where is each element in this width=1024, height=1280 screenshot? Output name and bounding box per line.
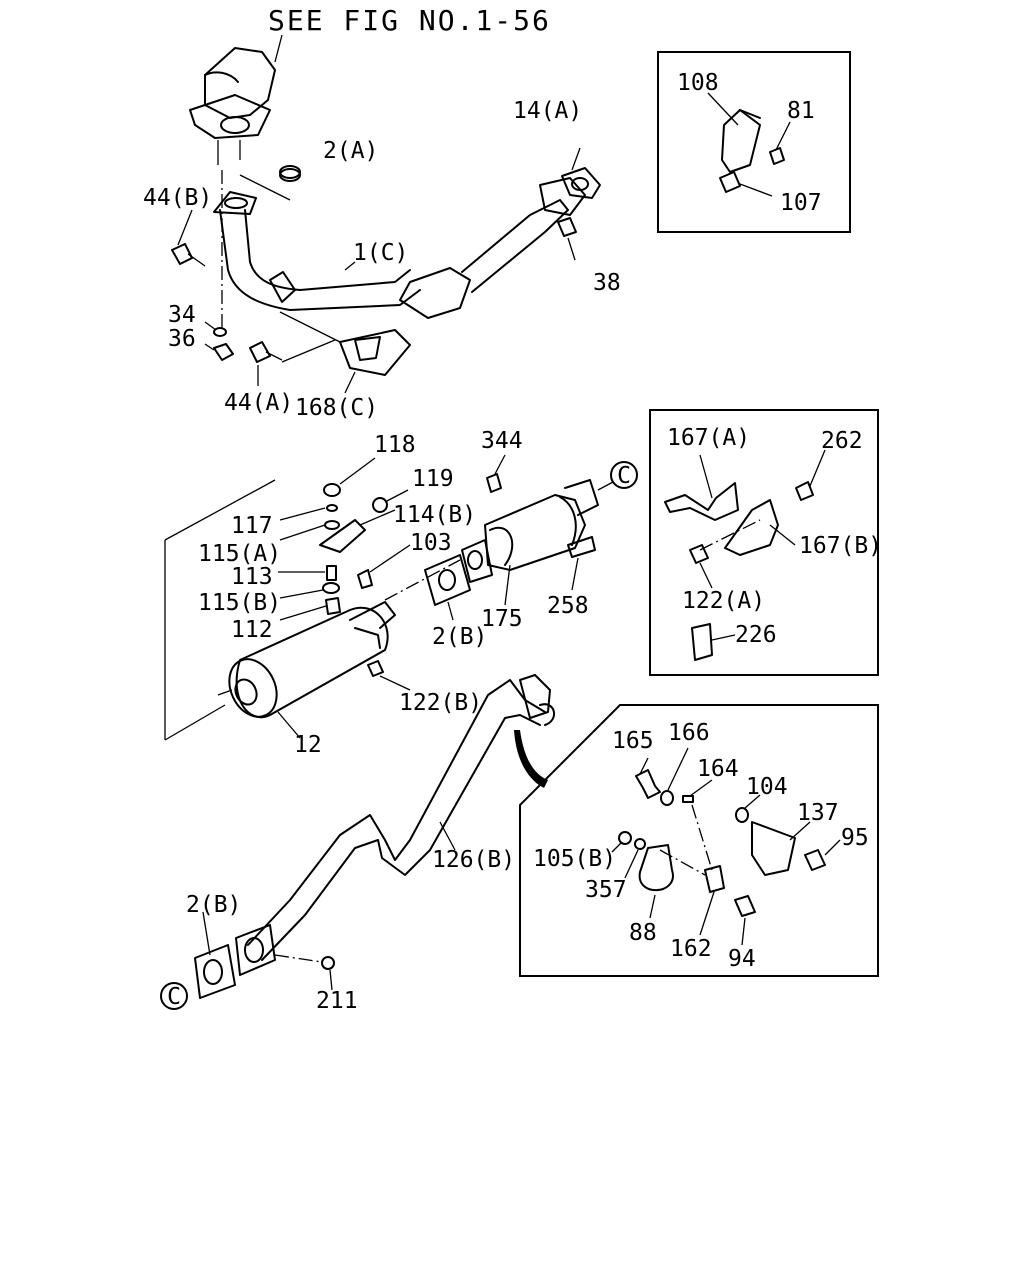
callout-126b: 126(B) <box>432 847 515 873</box>
callout-175: 175 <box>481 606 523 632</box>
connector-c-marker-bottom <box>160 982 188 1010</box>
callout-88: 88 <box>629 920 657 946</box>
callout-108: 108 <box>677 70 719 96</box>
callout-44a: 44(A) <box>224 390 293 416</box>
hardware-top <box>171 217 577 376</box>
flange-gasket-14a <box>561 167 601 199</box>
callout-113: 113 <box>231 564 273 590</box>
inset-clamp-box <box>519 704 879 977</box>
callout-2b-mid: 2(B) <box>432 624 487 650</box>
callout-14a: 14(A) <box>513 98 582 124</box>
callout-36: 36 <box>168 326 196 352</box>
engine-manifold-outlet <box>189 34 283 165</box>
callout-168c: 168(C) <box>295 395 378 421</box>
inset-bracket-108 <box>707 92 791 197</box>
connector-c-label-top: C <box>617 463 631 489</box>
callout-115b: 115(B) <box>198 590 281 616</box>
callout-122b: 122(B) <box>399 690 482 716</box>
gasket-2a <box>279 165 301 182</box>
muffler-12 <box>217 601 396 718</box>
callout-94: 94 <box>728 946 756 972</box>
callout-112: 112 <box>231 617 273 643</box>
inset-clamp-88 <box>611 747 841 946</box>
callout-2b-low: 2(B) <box>186 892 241 918</box>
callout-103: 103 <box>410 530 452 556</box>
connector-c-marker-top <box>610 461 638 489</box>
callout-118: 118 <box>374 432 416 458</box>
callout-137: 137 <box>797 800 839 826</box>
callout-226: 226 <box>735 622 777 648</box>
callout-166: 166 <box>668 720 710 746</box>
hanger-stack <box>319 483 388 615</box>
muffler-region-outline <box>164 479 276 741</box>
callout-107: 107 <box>780 190 822 216</box>
callout-117: 117 <box>231 513 273 539</box>
callout-44b: 44(B) <box>143 185 212 211</box>
leader-lines-low <box>202 730 548 991</box>
callout-1c: 1(C) <box>353 240 408 266</box>
connector-c-label-bottom: C <box>167 984 181 1010</box>
callout-162: 162 <box>670 936 712 962</box>
callout-105b: 105(B) <box>533 846 616 872</box>
callout-115a: 115(A) <box>198 541 281 567</box>
tail-pipe-126b <box>235 674 555 976</box>
callout-357: 357 <box>585 877 627 903</box>
callout-104: 104 <box>746 774 788 800</box>
callout-122a: 122(A) <box>682 588 765 614</box>
callout-81: 81 <box>787 98 815 124</box>
inset-hanger-bracket-box <box>657 51 851 233</box>
gasket-2b-mid <box>424 554 471 606</box>
leader-lines-mid <box>277 454 614 739</box>
leader-lines-top <box>177 147 581 394</box>
gasket-2b-low <box>194 944 236 999</box>
front-exhaust-pipe-1c <box>213 177 586 319</box>
callout-2a: 2(A) <box>323 138 378 164</box>
callout-114b: 114(B) <box>393 502 476 528</box>
callout-38: 38 <box>593 270 621 296</box>
callout-164: 164 <box>697 756 739 782</box>
callout-119: 119 <box>412 466 454 492</box>
catalytic-converter-175 <box>461 473 599 583</box>
callout-95: 95 <box>841 825 869 851</box>
inset-hanger-167 <box>664 449 826 661</box>
callout-labels: 108 81 107 14(A) 2(A) 44(B) 1(C) 38 34 3… <box>143 70 882 1014</box>
callout-167b: 167(B) <box>799 533 882 559</box>
inset-rear-hanger-box <box>649 409 879 676</box>
callout-344: 344 <box>481 428 523 454</box>
callout-258: 258 <box>547 593 589 619</box>
callout-12: 12 <box>294 732 322 758</box>
callout-211: 211 <box>316 988 358 1014</box>
callout-262: 262 <box>821 428 863 454</box>
callout-167a: 167(A) <box>667 425 750 451</box>
figure-reference-title: SEE FIG NO.1-56 <box>268 4 551 37</box>
callout-34: 34 <box>168 302 196 328</box>
callout-165: 165 <box>612 728 654 754</box>
